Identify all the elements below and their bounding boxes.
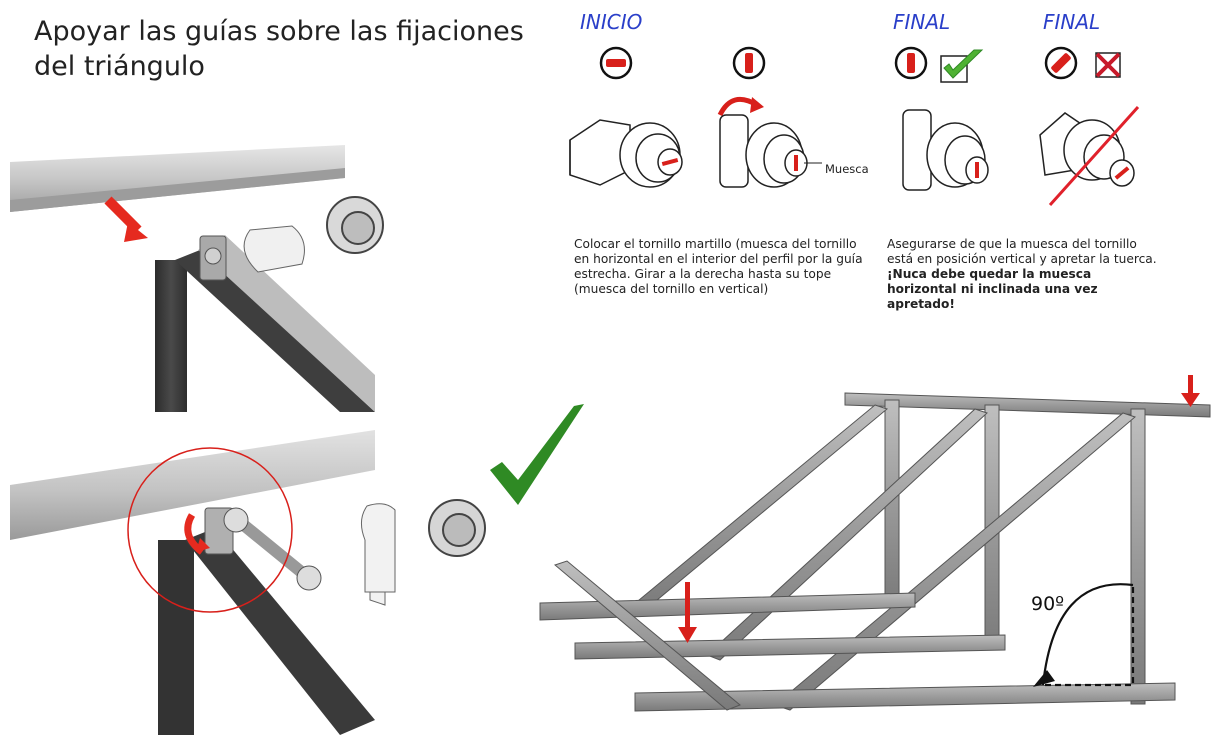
vertical-bar-circle-icon-final	[894, 46, 928, 80]
muesca-label: Muesca	[825, 162, 869, 176]
check-icon-large	[490, 404, 584, 505]
step-label-final-ok: FINAL	[893, 10, 951, 34]
minus-circle-icon	[599, 46, 633, 80]
hammer-bolt-final-wrong-drawing	[1039, 105, 1140, 207]
step-label-inicio: INICIO	[580, 10, 643, 34]
description-right-normal: Asegurarse de que la muesca del tornillo…	[887, 237, 1157, 266]
angle-label: 90º	[1031, 593, 1065, 615]
hammer-bolt-vertical-drawing	[717, 96, 822, 188]
description-right: Asegurarse de que la muesca del tornillo…	[887, 237, 1157, 312]
rail-mounting-photo-bottom	[10, 430, 386, 735]
description-left: Colocar el tornillo martillo (muesca del…	[574, 237, 863, 296]
hammer-bolt-photo	[361, 503, 396, 593]
diagonal-bar-circle-icon	[1044, 46, 1078, 80]
rail-mounting-photo-top	[10, 145, 384, 412]
vertical-bar-circle-icon	[732, 46, 766, 80]
mounting-frame-illustration	[539, 375, 1211, 712]
hammer-bolt-horizontal-drawing	[569, 119, 683, 188]
page-title: Apoyar las guías sobre las fijaciones de…	[34, 16, 524, 82]
step-label-final-wrong: FINAL	[1043, 10, 1101, 34]
hammer-bolt-final-ok-drawing	[902, 109, 989, 191]
check-icon	[940, 49, 984, 83]
nut-photo	[428, 499, 486, 557]
description-right-bold: ¡Nuca debe quedar la muesca horizontal n…	[887, 267, 1098, 311]
cross-box-icon	[1095, 52, 1121, 78]
